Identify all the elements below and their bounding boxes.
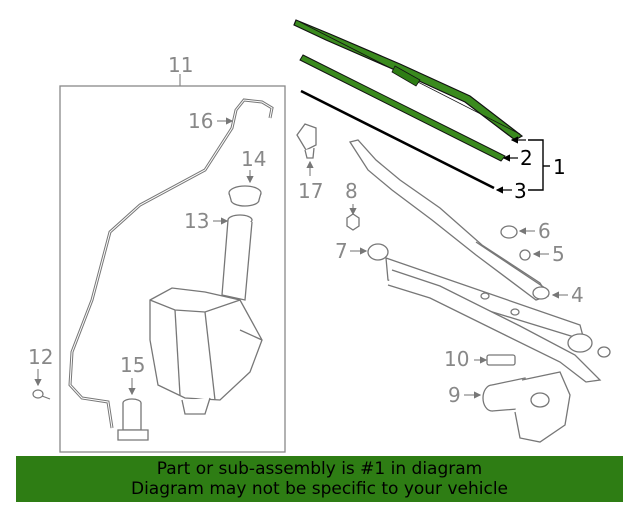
- reservoir-cap: [228, 185, 262, 207]
- part-info-banner: Part or sub-assembly is #1 in diagram Di…: [16, 456, 623, 502]
- callout-16: 16: [188, 109, 213, 133]
- wiper-linkage: [367, 243, 611, 383]
- wiper-blade-refill: [299, 54, 506, 162]
- parts-diagram: 1 2 3 11 16 14 13 15 12: [28, 19, 611, 453]
- bolt-part: [32, 389, 51, 400]
- callout-12: 12: [28, 345, 53, 369]
- callout-11: 11: [168, 53, 193, 77]
- blade-insert-strip: [300, 89, 495, 190]
- callout-1-bracket: [528, 139, 550, 191]
- callout-1: 1: [553, 155, 566, 179]
- arm-cap: [500, 225, 518, 239]
- wiper-blade-assembly: [293, 19, 524, 141]
- banner-line-1: Part or sub-assembly is #1 in diagram: [156, 459, 483, 479]
- washer-tank: [149, 214, 263, 415]
- callout-15: 15: [120, 353, 145, 377]
- callout-3: 3: [514, 179, 527, 203]
- banner-line-2: Diagram may not be specific to your vehi…: [130, 479, 508, 499]
- callout-10: 10: [444, 347, 469, 371]
- reservoir-group-frame: [59, 85, 286, 453]
- motor-gasket: [486, 354, 516, 366]
- callout-17: 17: [298, 179, 323, 203]
- callout-2: 2: [520, 146, 533, 170]
- callout-8: 8: [345, 179, 358, 203]
- wiper-motor: [482, 371, 571, 443]
- callout-13: 13: [184, 209, 209, 233]
- washer-nozzle: [296, 123, 317, 159]
- callout-9: 9: [448, 383, 461, 407]
- washer-pump: [117, 398, 149, 441]
- callout-4: 4: [571, 283, 584, 307]
- arm-nut: [519, 249, 531, 261]
- pivot-nut: [346, 213, 360, 231]
- wiper-arm: [348, 139, 550, 301]
- callout-6: 6: [538, 219, 551, 243]
- callout-5: 5: [552, 242, 565, 266]
- callout-14: 14: [241, 147, 266, 171]
- callout-7: 7: [335, 239, 348, 263]
